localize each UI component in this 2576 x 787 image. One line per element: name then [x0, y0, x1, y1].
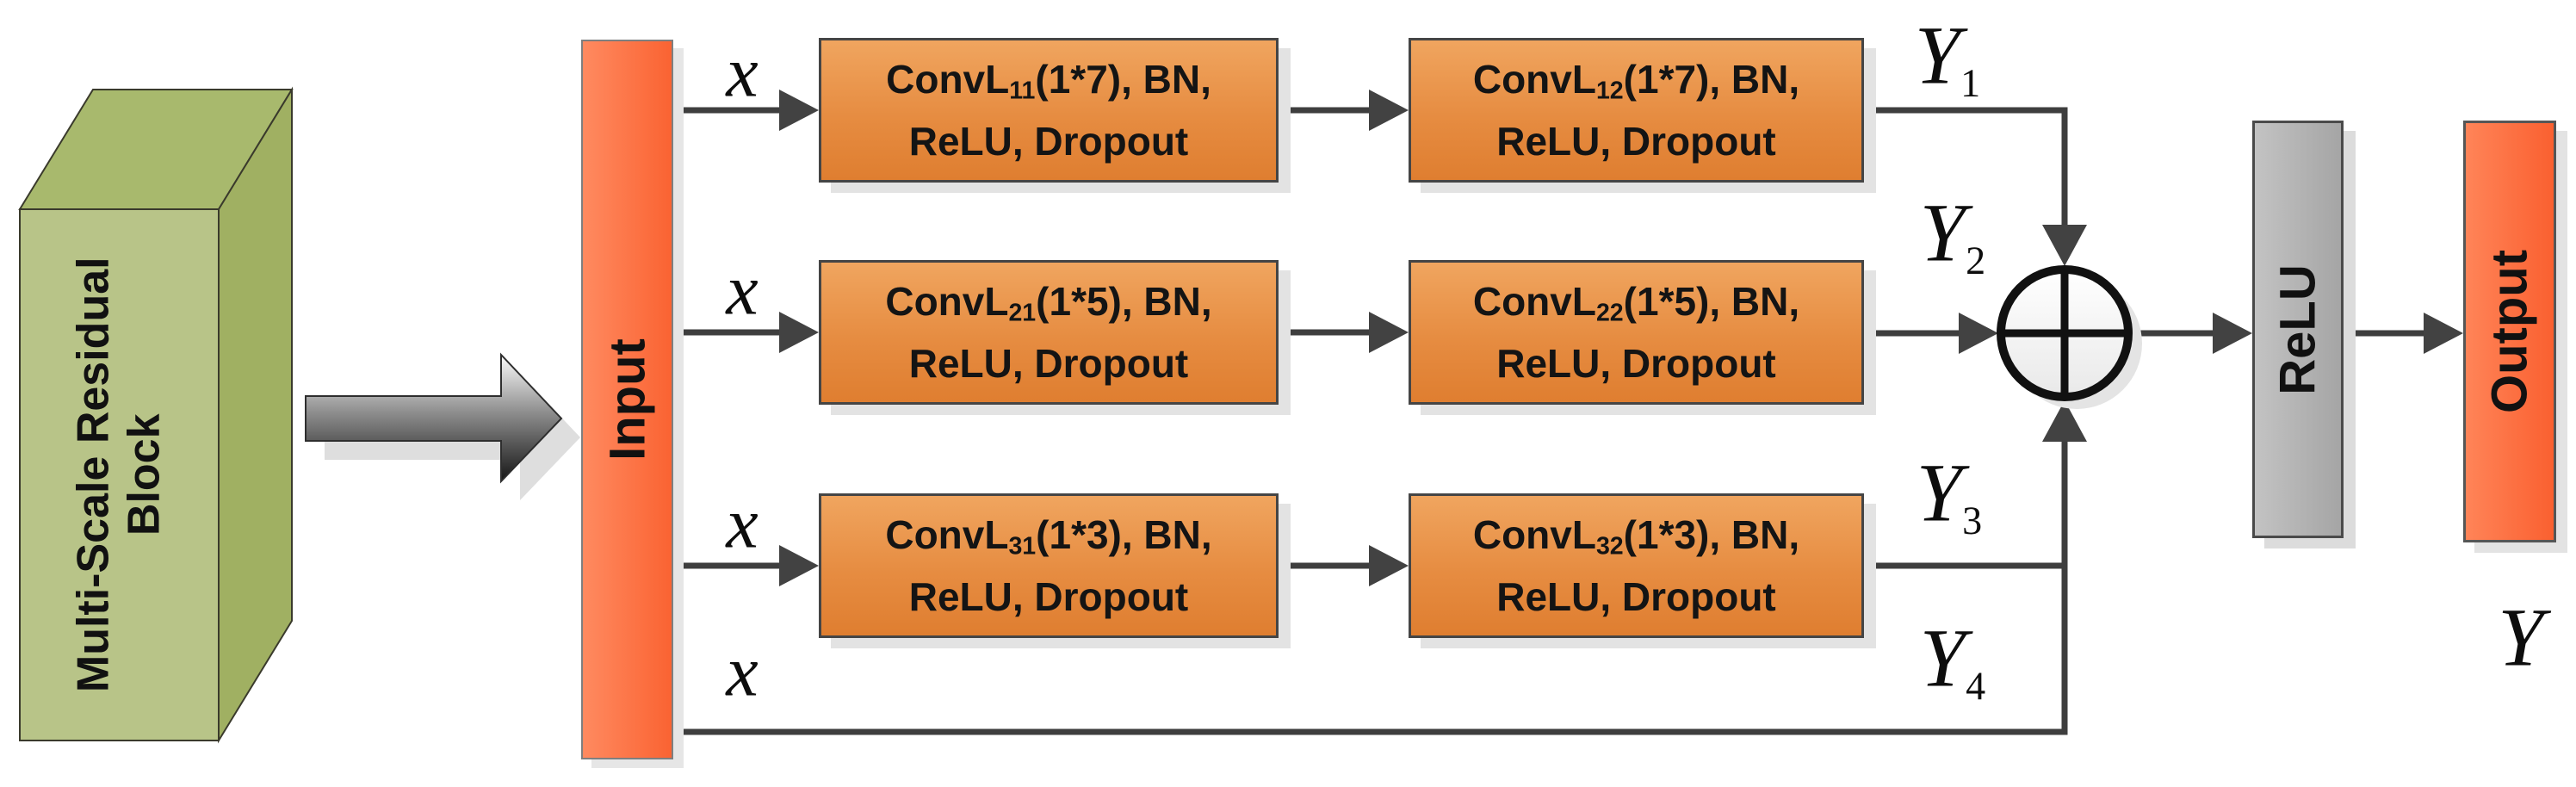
arrowhead-conv21 [779, 312, 819, 353]
x-label-2: x [726, 250, 759, 331]
arrowhead-conv31 [779, 545, 819, 586]
arrowhead-sum-bottom [2042, 400, 2087, 442]
input-label: Input [599, 338, 655, 461]
y-label-1: Y1 [1914, 9, 1981, 106]
residual-block-label-line1: Multi-Scale Residual [68, 257, 119, 693]
conv-box-21-line2: ReLU, Dropout [908, 341, 1189, 386]
arrowhead-conv22 [1369, 312, 1409, 353]
x-label-3: x [726, 483, 759, 564]
wire-identity-skip [671, 439, 2068, 735]
conv-box-12: ConvL12(1*7), BN, ReLU, Dropout [1409, 38, 1864, 183]
wire-conv12-to-sum [1864, 107, 2068, 230]
arrowhead-relu [2213, 313, 2252, 354]
output-label: Output [2481, 249, 2538, 414]
y-label-3: Y3 [1916, 446, 1983, 543]
conv-box-11: ConvL11(1*7), BN, ReLU, Dropout [819, 38, 1279, 183]
relu-label: ReLU [2269, 263, 2326, 395]
conv-box-11-line1: ConvL11(1*7), BN, [886, 57, 1211, 105]
conv-box-31-line2: ReLU, Dropout [908, 574, 1189, 619]
arrowhead-conv11 [779, 90, 819, 131]
conv-box-12-line1: ConvL12(1*7), BN, [1472, 57, 1800, 105]
output-box: Output [2463, 121, 2556, 542]
sum-plus-icon [2001, 270, 2128, 397]
block-arrow [305, 352, 563, 484]
residual-block-front-face [19, 208, 220, 741]
conv-box-32-line1: ConvL32(1*3), BN, [1472, 512, 1800, 561]
conv-box-11-line2: ReLU, Dropout [908, 119, 1189, 164]
conv-box-22-line2: ReLU, Dropout [1496, 341, 1776, 386]
residual-block-label: Multi-Scale Residual Block [68, 257, 170, 693]
conv-box-31: ConvL31(1*3), BN, ReLU, Dropout [819, 493, 1279, 638]
input-bar: Input [581, 40, 673, 759]
conv-box-32: ConvL32(1*3), BN, ReLU, Dropout [1409, 493, 1864, 638]
x-label-1: x [726, 32, 759, 113]
arrowhead-sum-top [2042, 225, 2087, 266]
conv-box-21-line1: ConvL21(1*5), BN, [885, 279, 1212, 327]
conv-box-21: ConvL21(1*5), BN, ReLU, Dropout [819, 260, 1279, 405]
y-label-2: Y2 [1919, 186, 1986, 283]
conv-box-32-line2: ReLU, Dropout [1496, 574, 1776, 619]
y-label-4: Y4 [1919, 611, 1986, 709]
conv-box-12-line2: ReLU, Dropout [1496, 119, 1776, 164]
arrowhead-output [2424, 313, 2463, 354]
arrowhead-conv12 [1369, 90, 1409, 131]
x-label-4: x [726, 631, 759, 712]
conv-box-22-line1: ConvL22(1*5), BN, [1472, 279, 1800, 327]
arrowhead-sum-left [1959, 313, 1998, 354]
arrowhead-conv32 [1369, 545, 1409, 586]
residual-block-label-line2: Block [119, 413, 170, 536]
conv-box-22: ConvL22(1*5), BN, ReLU, Dropout [1409, 260, 1864, 405]
conv-box-31-line1: ConvL31(1*3), BN, [885, 512, 1212, 561]
relu-box: ReLU [2252, 121, 2344, 538]
final-output-label: Y [2498, 591, 2544, 684]
residual-block: Multi-Scale Residual Block [20, 209, 219, 741]
